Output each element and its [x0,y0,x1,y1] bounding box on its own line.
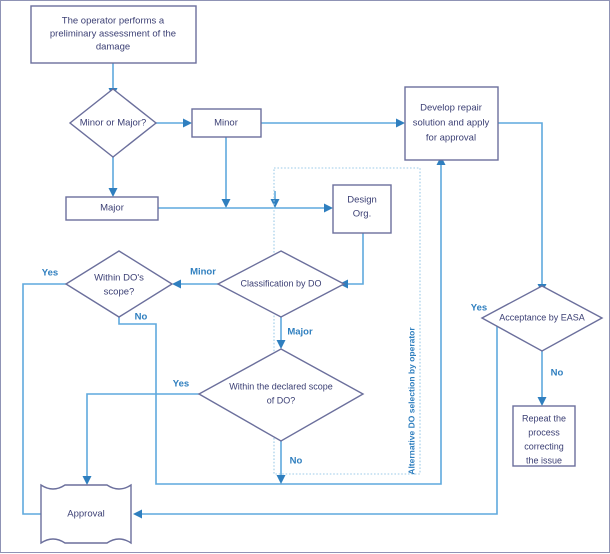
minor-label: Minor [214,118,238,129]
connector-develop-to-easa [498,122,543,285]
within-do-scope-line-2: scope? [104,287,135,298]
connector-loop-to-develop [321,164,442,485]
node-acceptance-by-easa[interactable]: Acceptance by EASA [480,285,604,352]
edge-label-declared-scope-yes: Yes [173,379,189,390]
minor-box[interactable] [191,108,262,138]
node-within-do-scope[interactable]: Within DO's scope? [64,250,174,318]
edge-label-major-branch: Major [287,327,313,338]
design-org-box[interactable] [332,184,392,234]
develop-repair-line-3: for approval [426,133,476,144]
arrowhead-minor-box [183,118,192,128]
classification-by-do-diamond[interactable] [216,250,346,318]
minor-or-major-diamond[interactable] [68,88,158,158]
node-within-declared-scope[interactable]: Within the declared scope of DO? [197,348,365,442]
repeat-process-line-3: correcting [524,441,564,451]
develop-repair-box[interactable] [404,86,499,161]
alternate-do-group-box [273,167,421,475]
node-minor-or-major[interactable]: Minor or Major? [68,88,158,158]
connector-withindo-no [118,314,321,485]
alternate-do-group-label: Alternative DO selection by operator [406,327,416,475]
repeat-process-box[interactable] [512,405,576,467]
repeat-process-line-2: process [528,427,560,437]
arrowhead-designorg-left [324,203,333,213]
within-do-scope-diamond[interactable] [64,250,174,318]
repeat-process-line-1: Repeat the [522,413,566,423]
approval-card-shape[interactable] [40,483,132,545]
develop-repair-line-1: Develop repair [420,103,482,114]
assessment-line-3: damage [96,42,130,53]
edge-label-declared-scope-no: No [290,456,303,467]
arrowhead-approval-right [133,509,142,519]
node-assessment[interactable]: The operator performs a preliminary asse… [30,5,197,64]
edge-label-within-do-yes: Yes [42,268,58,279]
approval-label: Approval [67,509,105,520]
within-declared-scope-diamond[interactable] [197,348,365,442]
connector-designorg-to-classification [347,233,364,285]
alternate-do-group: Alternative DO selection by operator [273,167,421,475]
arrowhead-declaredscope-top [276,340,286,349]
node-repeat-process[interactable]: Repeat the process correcting the issue [512,405,576,467]
arrowhead-minor-down [221,199,231,208]
major-label: Major [100,203,124,214]
edge-label-minor-branch: Minor [190,267,216,278]
within-declared-scope-line-1: Within the declared scope [229,381,333,391]
repeat-process-line-4: the issue [526,455,562,465]
edge-labels-layer: Minor Major Yes No Yes No Yes No [42,267,564,467]
assessment-line-2: preliminary assessment of the [50,29,176,40]
arrowhead-repeat-top [537,397,547,406]
edge-label-easa-no: No [551,368,564,379]
node-classification-by-do[interactable]: Classification by DO [216,250,346,318]
acceptance-by-easa-label: Acceptance by EASA [499,312,585,322]
node-minor[interactable]: Minor [191,108,262,138]
arrowhead-approval-top [82,476,92,485]
assessment-box[interactable] [30,5,197,64]
node-major[interactable]: Major [65,196,159,221]
edge-label-within-do-no: No [135,312,148,323]
acceptance-by-easa-diamond[interactable] [480,285,604,352]
node-approval[interactable]: Approval [40,483,132,545]
node-design-org[interactable]: Design Org. [332,184,392,234]
arrowhead-major-box [108,188,118,197]
node-develop-repair[interactable]: Develop repair solution and apply for ap… [404,86,499,161]
classification-by-do-label: Classification by DO [240,278,321,288]
arrowhead-declaredscope-no [276,475,286,484]
edge-label-easa-yes: Yes [471,303,487,314]
arrowhead-withindo-right [172,279,181,289]
minor-or-major-label: Minor or Major? [80,118,147,129]
arrowhead-group-feed [270,199,280,208]
develop-repair-line-2: solution and apply [413,118,490,129]
assessment-line-1: The operator performs a [62,16,165,27]
within-declared-scope-line-2: of DO? [267,395,296,405]
design-org-line-1: Design [347,195,377,206]
arrowhead-develop-left [396,118,405,128]
major-box[interactable] [65,196,159,221]
design-org-line-2: Org. [353,209,371,220]
within-do-scope-line-1: Within DO's [94,273,144,284]
connector-declaredscope-yes [86,393,199,477]
